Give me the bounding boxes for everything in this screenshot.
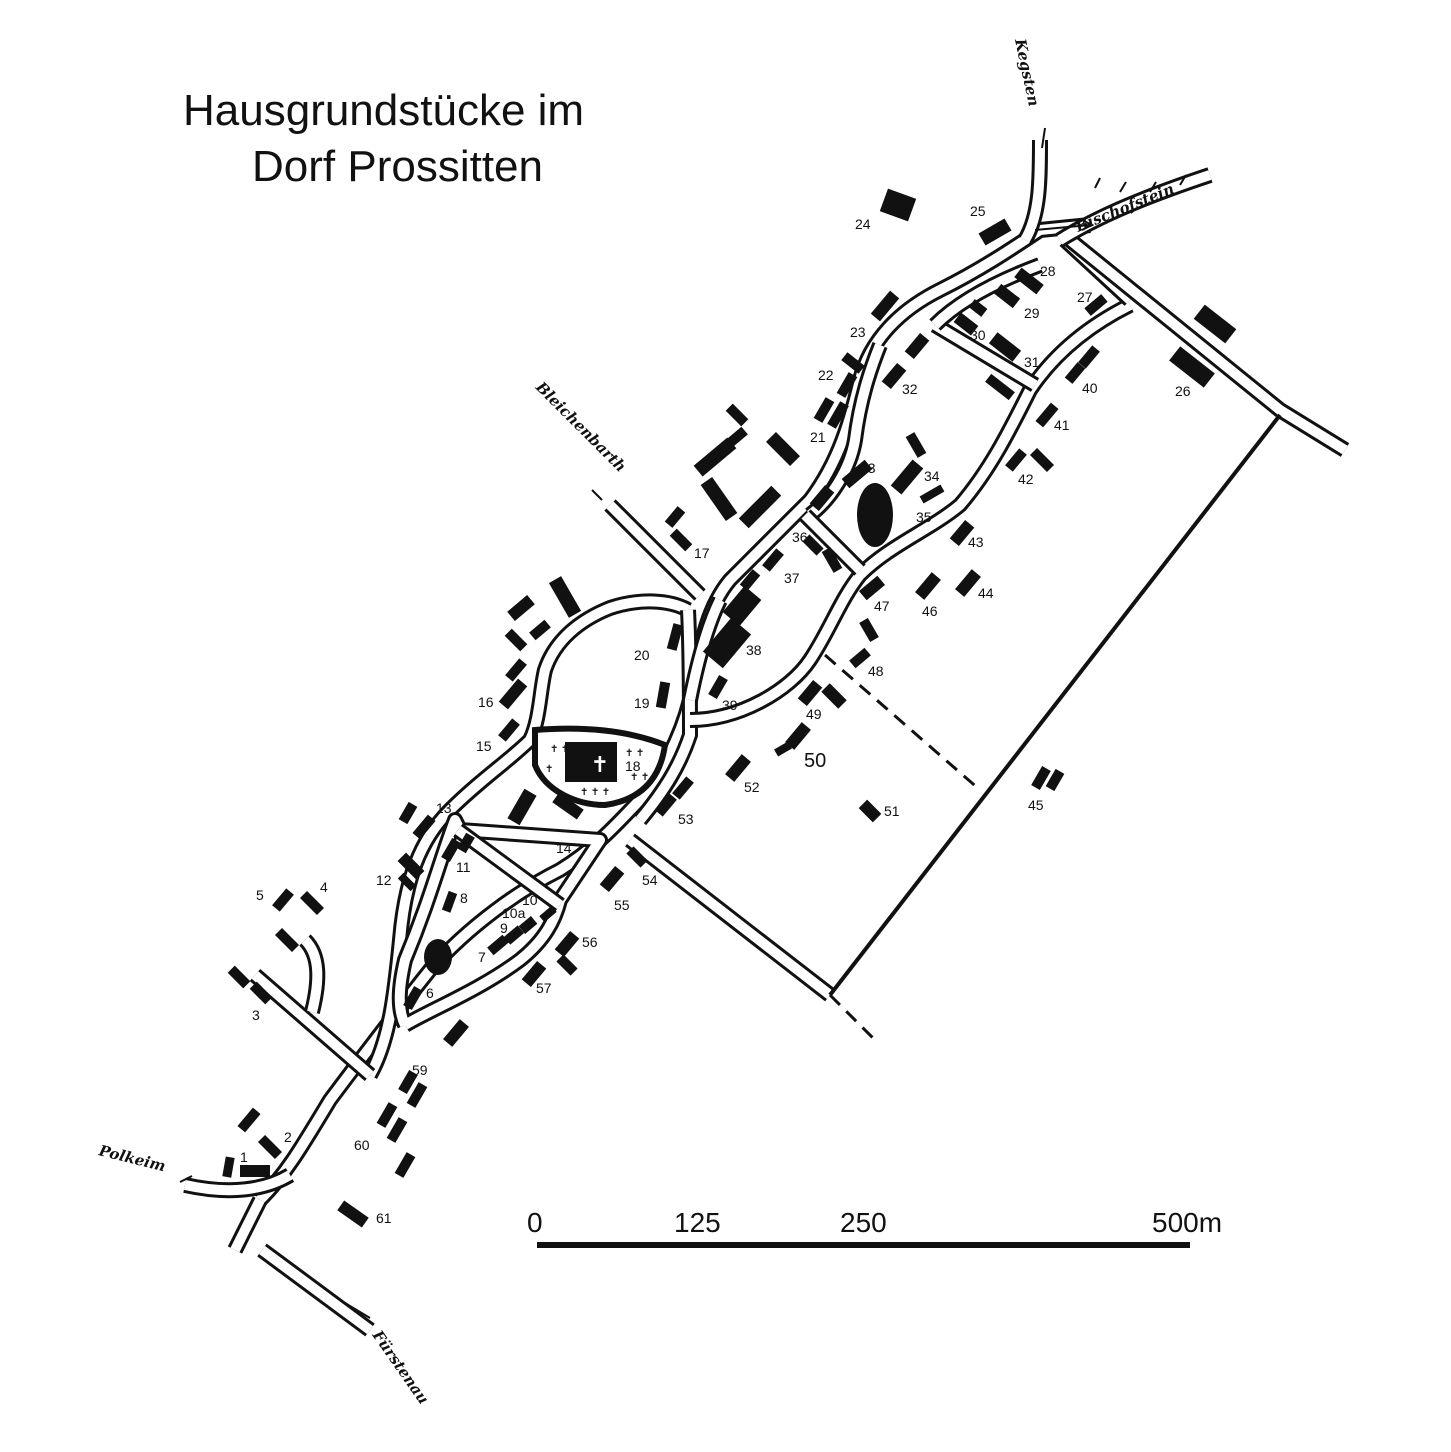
plot-label: 56 <box>582 934 598 950</box>
plot-label: 23 <box>850 324 866 340</box>
plot-label: 31 <box>1024 354 1040 370</box>
svg-text:✝ ✝ ✝: ✝ ✝ ✝ <box>580 787 610 798</box>
plot-label: 13 <box>436 800 452 816</box>
label-road-bischofstein: Bischofstein <box>1072 180 1177 236</box>
plot-label: 43 <box>968 534 984 550</box>
plot-label: 38 <box>746 642 762 658</box>
plot-label: 51 <box>884 803 900 819</box>
plot-label: 36 <box>792 529 808 545</box>
plot-label: 61 <box>376 1210 392 1226</box>
plot-label: 25 <box>970 203 986 219</box>
plot-label: 24 <box>855 216 871 232</box>
plot-label: 47 <box>874 598 890 614</box>
plot-label: 55 <box>614 897 630 913</box>
scale-label-0: 0 <box>527 1207 543 1238</box>
plot-label: 28 <box>1040 263 1056 279</box>
field-boundaries <box>824 413 1282 1042</box>
plot-label: 22 <box>818 367 834 383</box>
plot-label: 50 <box>804 750 826 772</box>
road-arrows <box>179 127 1187 1319</box>
plot-label: 15 <box>476 738 492 754</box>
plot-label: 12 <box>376 872 392 888</box>
plot-label: 10 <box>522 892 538 908</box>
plot-label: 59 <box>412 1062 428 1078</box>
scale-label-250: 250 <box>840 1207 887 1238</box>
plot-label: 42 <box>1018 471 1034 487</box>
plot-label: 35 <box>916 509 932 525</box>
plot-label: 6 <box>426 985 434 1001</box>
plot-label: 45 <box>1028 797 1044 813</box>
svg-text:✝ ✝: ✝ ✝ <box>625 748 644 759</box>
church-building <box>565 742 617 782</box>
plot-label: 7 <box>478 949 486 965</box>
plot-label: 33 <box>860 460 876 476</box>
map-title-line-1: Hausgrundstücke im <box>183 86 585 135</box>
plot-label: 48 <box>868 663 884 679</box>
label-road-polkeim: Polkeim <box>96 1141 167 1175</box>
plot-label: 46 <box>922 603 938 619</box>
plot-label: 5 <box>256 887 264 903</box>
plot-label: 30 <box>970 327 986 343</box>
plot-label: 32 <box>902 381 918 397</box>
plot-label: 19 <box>634 695 650 711</box>
plot-label: 2 <box>284 1129 292 1145</box>
plot-label: 44 <box>978 585 994 601</box>
scale-label-500m: 500m <box>1152 1207 1222 1238</box>
scale-label-125: 125 <box>674 1207 721 1238</box>
plot-label: 20 <box>634 647 650 663</box>
plot-label: 14 <box>556 840 572 856</box>
plot-label: 9 <box>500 920 508 936</box>
plot-label: 40 <box>1082 380 1098 396</box>
plot-label: 37 <box>784 570 800 586</box>
scale-bar: 0 125 250 500m <box>527 1207 1222 1248</box>
plot-label: 16 <box>478 694 494 710</box>
map-title-line-2: Dorf Prossitten <box>252 142 543 191</box>
plot-label: 52 <box>744 779 760 795</box>
plot-label: 27 <box>1077 289 1093 305</box>
plot-label: 21 <box>810 429 826 445</box>
road-network <box>183 139 1350 1337</box>
plot-label: 8 <box>460 890 468 906</box>
plot-label: 54 <box>642 872 658 888</box>
svg-text:✝ ✝: ✝ ✝ <box>630 772 649 783</box>
plot-label: 3 <box>252 1007 260 1023</box>
plot-label: 60 <box>354 1137 370 1153</box>
plot-label: 11 <box>456 859 471 875</box>
pond-plot-33 <box>857 483 893 547</box>
svg-text:✝: ✝ <box>545 764 553 775</box>
churchyard: ✝ ✝ ✝ ✝ ✝ ✝ ✝ ✝ ✝ ✝ ✝ <box>532 725 669 809</box>
plot-label: 34 <box>924 468 940 484</box>
pond-plot-6 <box>424 939 452 975</box>
svg-text:✝ ✝: ✝ ✝ <box>550 744 569 755</box>
label-road-fuerstenau: Fürstenau <box>368 1326 432 1407</box>
plot-label: 39 <box>722 697 738 713</box>
plot-label: 57 <box>536 980 552 996</box>
plot-numbers: 1 2 3 4 5 6 7 8 9 10 10a 11 12 13 14 15 … <box>240 203 1191 1226</box>
plot-label: 41 <box>1054 417 1070 433</box>
plot-label: 17 <box>694 545 710 561</box>
plot-label: 4 <box>320 879 328 895</box>
plot-label: 29 <box>1024 305 1040 321</box>
svg-text:✝: ✝ <box>591 753 609 778</box>
label-road-bleichenbarth: Bleichenbarth <box>531 377 629 475</box>
plot-label: 18 <box>625 758 641 774</box>
label-road-kegsten: Kegsten <box>1011 36 1043 108</box>
plot-label: 1 <box>240 1149 248 1165</box>
plot-label: 10a <box>502 905 526 921</box>
plot-label: 49 <box>806 706 822 722</box>
plot-label: 53 <box>678 811 694 827</box>
buildings <box>222 188 1237 1228</box>
plot-label: 26 <box>1175 383 1191 399</box>
